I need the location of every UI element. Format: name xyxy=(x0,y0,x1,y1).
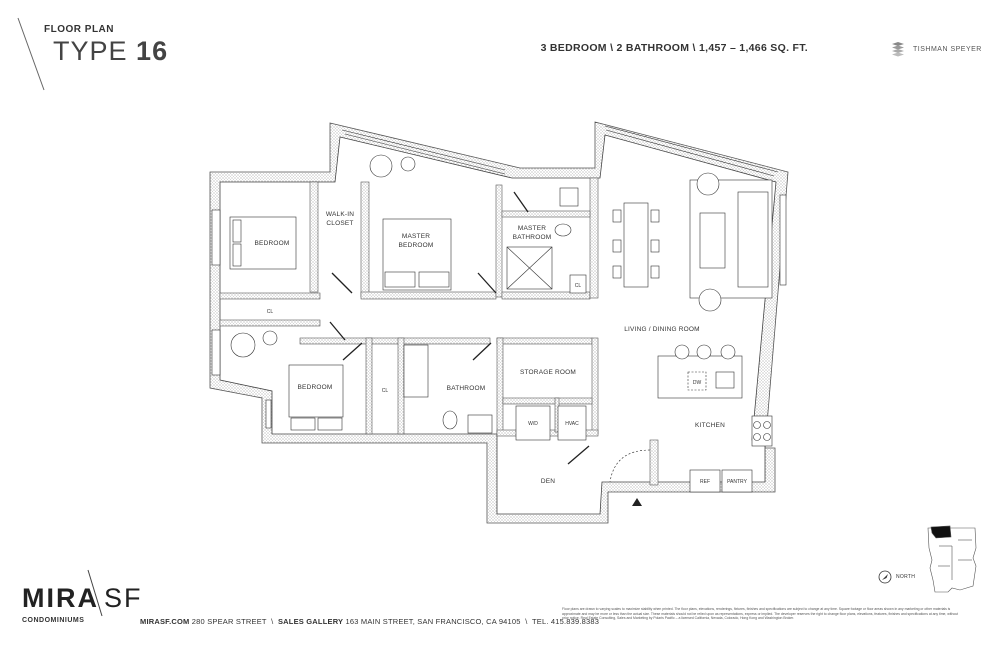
sales-gallery-address: 163 MAIN STREET, SAN FRANCISCO, CA 94105 xyxy=(345,617,521,626)
washer-dryer-label: W/D xyxy=(528,421,538,427)
sales-gallery-label: SALES GALLERY xyxy=(277,617,344,626)
furniture xyxy=(229,154,773,493)
key-plan xyxy=(927,525,977,593)
master-bathroom-label-line2: BATHROOM xyxy=(513,234,552,241)
master-bathroom-label-line1: MASTER xyxy=(518,225,546,232)
logo-slash xyxy=(87,569,103,617)
legal-disclaimer: Floor plans are drawn to varying scales … xyxy=(562,607,959,621)
bath-closet-label: CL xyxy=(382,388,389,394)
unit-specs: 3 BEDROOM \ 2 BATHROOM \ 1,457 – 1,466 S… xyxy=(540,42,808,54)
north-indicator: NORTH xyxy=(878,570,915,584)
refrigerator-label: REF xyxy=(700,479,710,485)
header-divider-line xyxy=(17,17,45,91)
living-dining-label: LIVING / DINING ROOM xyxy=(624,326,700,333)
pantry-label: PANTRY xyxy=(727,479,747,485)
storage-room-label: STORAGE ROOM xyxy=(520,369,576,376)
hall-closet-label: CL xyxy=(267,309,274,315)
bedroom-2-label: BEDROOM xyxy=(298,384,333,391)
kitchen-label: KITCHEN xyxy=(695,422,725,429)
footer-contact: MIRASF.COM 280 SPEAR STREET \ SALES GALL… xyxy=(140,617,600,626)
master-closet-label: CL xyxy=(575,283,582,289)
entry-arrow-icon xyxy=(632,498,642,506)
type-number: 16 xyxy=(136,36,169,66)
walk-in-closet-label-line2: CLOSET xyxy=(326,220,353,227)
logo-mira: MIRA xyxy=(22,583,99,613)
phone-number[interactable]: TEL. 415.839.8383 xyxy=(531,617,600,626)
developer-brand: TISHMAN SPEYER xyxy=(890,40,982,58)
unit-type-title: TYPE 16 xyxy=(53,36,168,67)
floor-plan-label: FLOOR PLAN xyxy=(44,24,114,35)
bathroom-label: BATHROOM xyxy=(447,385,486,392)
type-word: TYPE xyxy=(53,36,128,66)
windows xyxy=(211,125,787,429)
brand-name: TISHMAN SPEYER xyxy=(913,45,982,53)
compass-icon xyxy=(878,570,892,584)
doors xyxy=(329,191,651,483)
tishman-speyer-logo-icon xyxy=(892,42,904,57)
master-bedroom-label-line2: BEDROOM xyxy=(399,242,434,249)
room-labels: BEDROOM WALK-IN CLOSET MASTER BEDROOM MA… xyxy=(255,211,748,485)
website-link[interactable]: MIRASF.COM xyxy=(140,617,190,626)
bedroom-1-label: BEDROOM xyxy=(255,240,290,247)
building-address: 280 SPEAR STREET xyxy=(191,617,267,626)
den-label: DEN xyxy=(541,478,555,485)
interior-walls xyxy=(219,177,659,486)
master-bedroom-label-line1: MASTER xyxy=(402,233,430,240)
dishwasher-label: DW xyxy=(693,380,702,386)
logo-subtitle: CONDOMINIUMS xyxy=(22,617,85,624)
north-label: NORTH xyxy=(896,574,916,580)
walk-in-closet-label-line1: WALK-IN xyxy=(326,211,354,218)
logo-sf: SF xyxy=(104,583,143,613)
hvac-label: HVAC xyxy=(565,421,579,427)
